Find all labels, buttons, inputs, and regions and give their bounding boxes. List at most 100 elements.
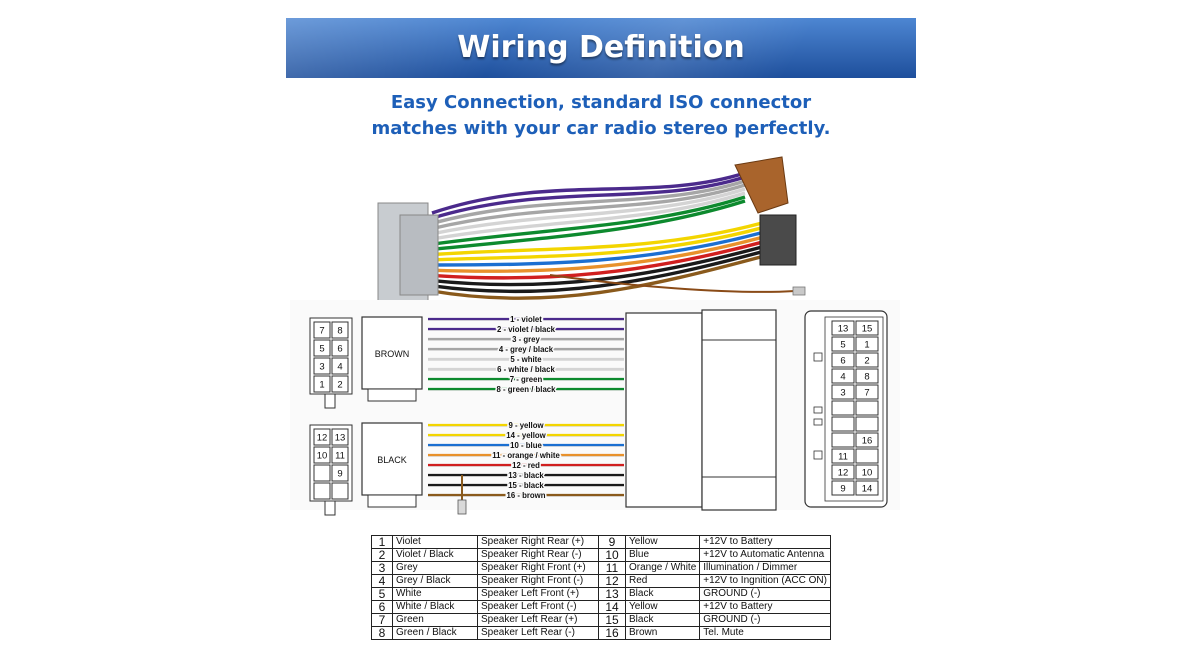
pin-cell <box>331 357 349 375</box>
right-pin-grid-latch-1 <box>813 352 823 362</box>
pin-cell <box>855 480 879 496</box>
pin-cell <box>855 352 879 368</box>
pin-number: 4 <box>337 362 342 373</box>
pin-cell <box>313 321 331 339</box>
pin-cell <box>855 416 879 432</box>
wire-label: 1 - violet <box>510 315 542 324</box>
wire-label: 9 - yellow <box>508 421 544 430</box>
harness-wire <box>431 183 746 231</box>
black-connector-label: BLACK <box>377 455 407 465</box>
table-cell: 2 <box>371 548 393 562</box>
table-cell: 5 <box>371 587 393 601</box>
pin-number: 3 <box>319 362 324 373</box>
wire-label: 11 - orange / white <box>492 451 560 460</box>
wire-label: 10 - blue <box>510 441 542 450</box>
brown-loose-wire <box>549 274 796 293</box>
page-title: Wiring Definition <box>457 30 745 65</box>
harness-wire <box>431 250 763 294</box>
wire-label: 7 - green <box>510 375 543 384</box>
pin-cell <box>855 384 879 400</box>
pin-number: 12 <box>838 468 849 479</box>
pin-number: 6 <box>337 344 342 355</box>
pin-number: 2 <box>337 380 342 391</box>
pin-number: 7 <box>319 326 324 337</box>
title-banner: Wiring Definition <box>286 18 916 78</box>
table-cell: +12V to Battery <box>699 600 831 614</box>
right-pin-grid-inner-frame <box>824 316 884 502</box>
pin-cell <box>831 400 855 416</box>
table-cell: 16 <box>598 626 626 640</box>
pin-cell <box>313 375 331 393</box>
brown-loose-lead-terminal <box>457 499 467 515</box>
pin-number: 9 <box>840 484 845 495</box>
table-cell: 12 <box>598 574 626 588</box>
table-cell: Brown <box>624 626 701 640</box>
pin-cell <box>831 384 855 400</box>
harness-wire <box>431 235 763 273</box>
table-cell: Speaker Right Front (+) <box>477 561 599 575</box>
black-iso-plug <box>759 214 797 266</box>
wire-terminal <box>792 286 806 296</box>
pin-number: 10 <box>862 468 873 479</box>
pin-cell <box>831 432 855 448</box>
table-cell: 13 <box>598 587 626 601</box>
wire-label: 12 - red <box>512 461 540 470</box>
table-cell: 9 <box>598 535 626 549</box>
oem-plug-latch <box>399 214 439 296</box>
right-pin-grid-latch-4 <box>813 450 823 460</box>
pin-cell <box>313 482 331 500</box>
left-pin-grid-top-tab <box>324 393 336 409</box>
pin-number: 8 <box>337 326 342 337</box>
table-cell: 11 <box>598 561 626 575</box>
pin-number: 15 <box>862 324 873 335</box>
pin-number: 11 <box>335 451 345 462</box>
brown-iso-plug <box>734 156 789 214</box>
harness-wire <box>431 230 763 267</box>
table-cell: Violet / Black <box>392 548 478 562</box>
harness-wire <box>431 191 746 241</box>
table-cell: 8 <box>371 626 393 640</box>
pin-cell <box>331 375 349 393</box>
pin-cell <box>313 464 331 482</box>
table-cell: Speaker Right Rear (+) <box>477 535 599 549</box>
black-connector-block: BLACK <box>361 422 423 508</box>
table-cell: 10 <box>598 548 626 562</box>
wire-label: 8 - green / black <box>497 385 557 394</box>
pin-number: 13 <box>838 324 849 335</box>
table-cell: 6 <box>371 600 393 614</box>
brown-connector-label: BROWN <box>375 349 410 359</box>
pin-cell <box>831 448 855 464</box>
pin-number: 11 <box>838 452 848 463</box>
pin-cell <box>855 464 879 480</box>
pin-number: 14 <box>862 484 873 495</box>
pin-cell <box>331 428 349 446</box>
pin-number: 2 <box>864 356 869 367</box>
table-cell: Tel. Mute <box>699 626 831 640</box>
pin-cell <box>313 428 331 446</box>
wire-label: 13 - black <box>508 471 544 480</box>
vehicle-connector-body <box>625 312 703 508</box>
pin-cell <box>313 446 331 464</box>
pin-number: 1 <box>864 340 869 351</box>
wire-label: 4 - grey / black <box>499 345 554 354</box>
pin-cell <box>855 400 879 416</box>
pin-number: 5 <box>840 340 845 351</box>
pin-number: 12 <box>317 433 328 444</box>
right-pin-grid-latch-2 <box>813 406 823 414</box>
left-pin-grid-bottom-tab <box>324 500 336 516</box>
pin-cell <box>831 352 855 368</box>
table-cell: 3 <box>371 561 393 575</box>
pin-cell <box>331 321 349 339</box>
vehicle-connector <box>625 309 777 511</box>
pin-cell <box>831 416 855 432</box>
pin-number: 6 <box>840 356 845 367</box>
table-cell: Speaker Left Rear (-) <box>477 626 599 640</box>
